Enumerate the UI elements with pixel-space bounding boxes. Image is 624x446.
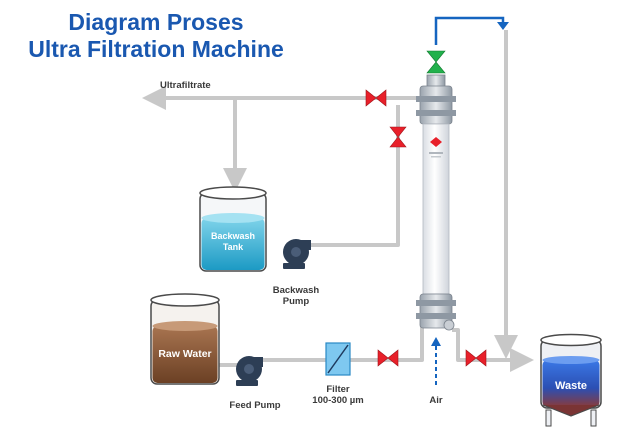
uf-membrane-column[interactable] — [416, 74, 456, 331]
waste-label: Waste — [555, 380, 587, 392]
cartridge-filter[interactable] — [325, 342, 351, 376]
diagram-title-line1: Diagram Proses — [68, 9, 244, 35]
ultrafiltrate-label: Ultrafiltrate — [160, 80, 211, 91]
diagram-title-line2: Ultra Filtration Machine — [28, 36, 284, 62]
backwash-pump-label-line1: Backwash — [272, 285, 320, 296]
backwash-tank-label-line1: Backwash — [210, 231, 256, 241]
top-flow-arrowhead — [497, 22, 509, 30]
valve-ultrafiltrate[interactable] — [365, 89, 387, 107]
feed-to-column-pipe — [350, 320, 424, 362]
valve-feed[interactable] — [377, 349, 399, 367]
valve-backwash-vertical[interactable] — [389, 126, 407, 148]
raw-water-tank[interactable] — [150, 293, 220, 385]
backwash-pump-label-line2: Pump — [282, 296, 310, 307]
backwash-tank-label-line2: Tank — [222, 242, 244, 252]
backwash-tank[interactable] — [199, 186, 267, 272]
filter-label-line2: 100-300 µm — [312, 395, 364, 406]
filter-label-line1: Filter — [326, 384, 350, 395]
feed-pump-label: Feed Pump — [229, 400, 281, 411]
waste-pipe — [452, 328, 534, 372]
backwash-pump-icon[interactable] — [283, 239, 311, 269]
valve-waste[interactable] — [465, 349, 487, 367]
raw-water-label: Raw Water — [158, 348, 212, 360]
backwash-return-pipe — [310, 105, 400, 247]
valve-column-top[interactable] — [426, 50, 446, 74]
air-arrowhead — [431, 337, 441, 346]
column-logo-icon — [429, 137, 443, 158]
air-line — [431, 337, 441, 385]
waste-tank[interactable] — [540, 333, 602, 427]
top-flow-line — [434, 16, 509, 45]
air-label: Air — [429, 395, 443, 406]
feed-pump-icon[interactable] — [236, 356, 263, 386]
